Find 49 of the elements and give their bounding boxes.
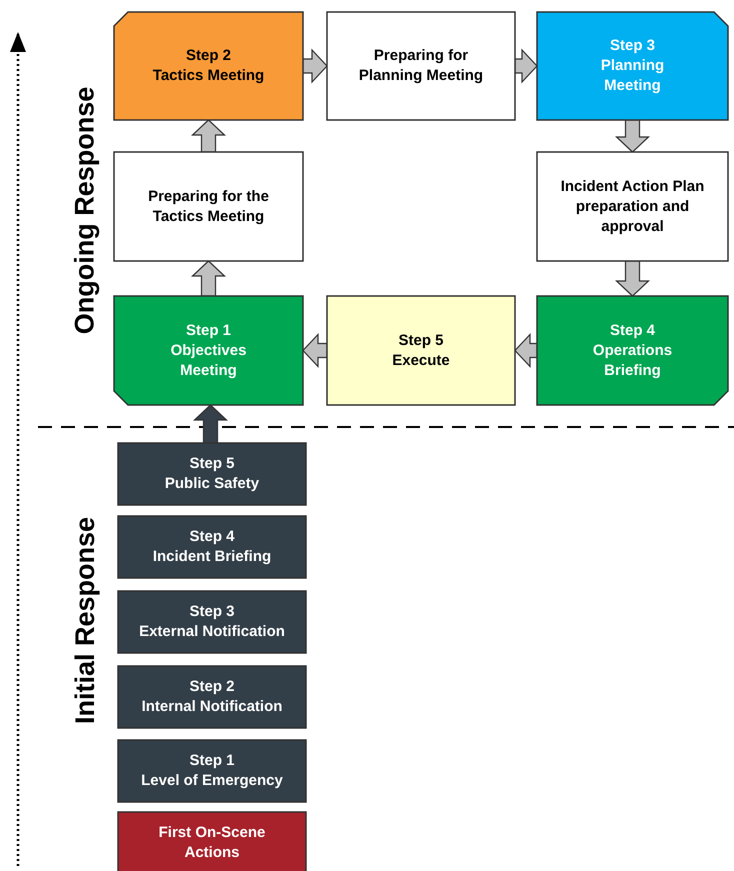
step-box <box>537 12 728 120</box>
step-number: Step 5 <box>189 454 234 474</box>
step-number: Step 4 <box>610 320 655 340</box>
block-arrow <box>614 119 650 153</box>
step-number: Step 1 <box>186 320 231 340</box>
step-label: Incident Briefing <box>152 547 272 567</box>
section-label: Ongoing Response <box>69 86 100 334</box>
step-label: First On-Scene Actions <box>158 823 266 863</box>
step-label: Preparing for the Tactics Meeting <box>147 186 270 226</box>
step-box <box>118 812 306 871</box>
step-box <box>114 12 303 120</box>
process-box <box>327 12 515 120</box>
step-label: Incident Action Plan preparation and approval <box>560 176 706 236</box>
section-label: Initial Response <box>70 516 101 724</box>
step-number: Step 5 <box>398 330 444 350</box>
step-box <box>118 443 306 505</box>
step-label: External Notification <box>139 622 285 642</box>
step-box <box>327 296 515 405</box>
block-arrow <box>614 260 650 297</box>
step-box <box>118 591 306 653</box>
step-label: Public Safety <box>164 474 260 494</box>
block-arrow <box>190 119 226 153</box>
step-number: Step 2 <box>186 46 231 66</box>
block-arrow <box>190 260 226 297</box>
step-label: Operations Briefing <box>592 340 674 380</box>
step-box <box>118 740 306 802</box>
step-number: Step 3 <box>189 602 234 622</box>
block-arrow <box>192 404 228 444</box>
step-label: Execute <box>392 350 450 370</box>
step-number: Step 4 <box>189 527 234 547</box>
step-label: Planning Meeting <box>600 56 666 96</box>
block-arrow <box>302 48 328 84</box>
process-box <box>114 152 303 261</box>
step-number: Step 2 <box>189 677 234 697</box>
step-label: Internal Notification <box>142 697 282 717</box>
step-box <box>537 296 728 405</box>
step-number: Step 3 <box>610 36 655 56</box>
block-arrow <box>302 332 328 368</box>
step-label: Tactics Meeting <box>152 66 264 86</box>
step-label: Preparing for Planning Meeting <box>358 46 484 86</box>
step-box <box>114 296 303 405</box>
step-label: Objectives Meeting <box>170 340 248 380</box>
step-box <box>118 516 306 578</box>
step-number: Step 1 <box>189 751 234 771</box>
step-box <box>118 666 306 728</box>
process-box <box>537 152 728 261</box>
block-arrow <box>514 48 538 84</box>
block-arrow <box>514 332 538 368</box>
step-label: Level of Emergency <box>141 771 283 791</box>
